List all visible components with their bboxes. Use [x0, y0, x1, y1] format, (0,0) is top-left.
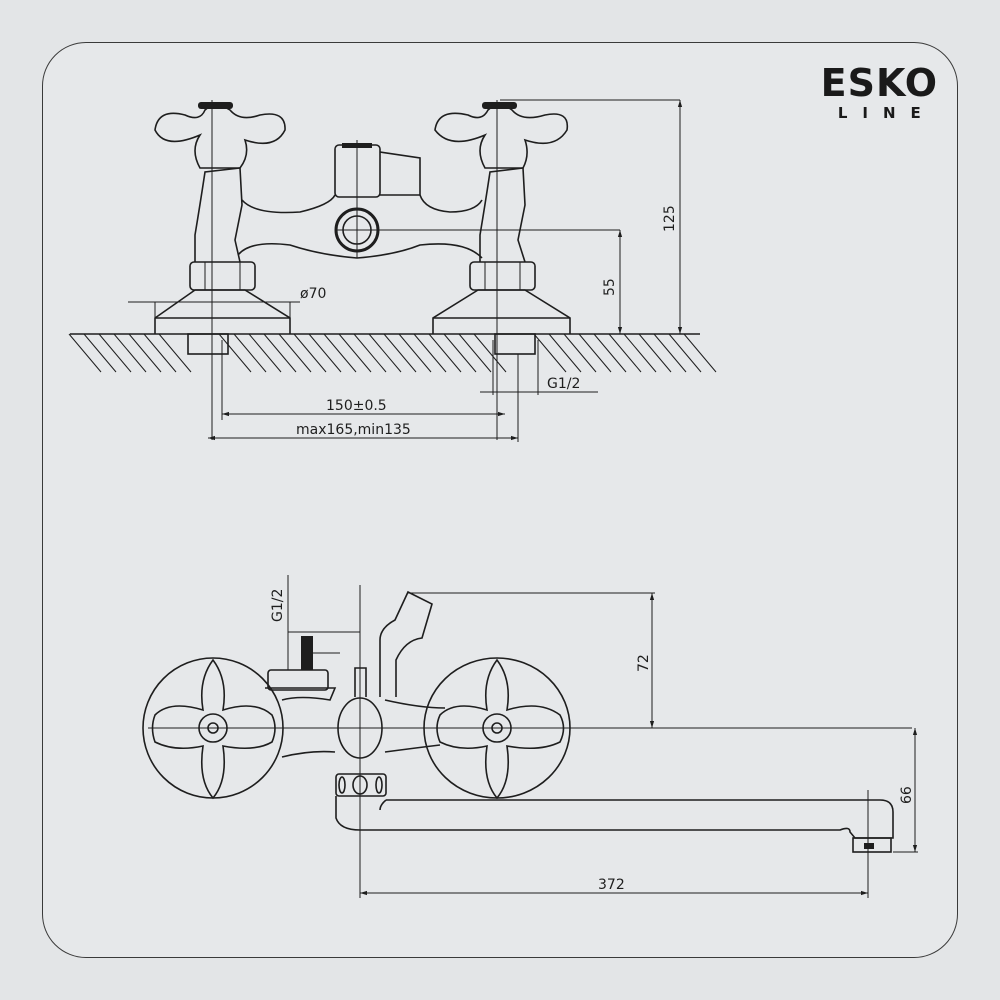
drawing-panel	[42, 42, 958, 958]
hatch-line	[473, 333, 507, 373]
hatch-line	[458, 333, 492, 373]
hatch-line	[248, 333, 282, 373]
hatch-line	[263, 333, 297, 373]
hatch-line	[68, 333, 102, 373]
mixer-body-front	[265, 590, 446, 797]
hatch-line	[338, 333, 372, 373]
mixer-body	[237, 140, 620, 259]
hatch-line	[143, 333, 177, 373]
hatch-line	[368, 333, 402, 373]
right-tap	[432, 100, 571, 440]
hatch-line	[443, 333, 477, 373]
hatch-line	[548, 333, 582, 373]
dim-diameter: ø70	[300, 286, 326, 302]
hatch-line	[653, 333, 687, 373]
hatch-line	[233, 333, 267, 373]
hatch-line	[308, 333, 342, 373]
hatch-line	[353, 333, 387, 373]
brand-logo: ESKO LINE	[821, 64, 938, 124]
hatch-line	[578, 333, 612, 373]
hatch-line	[533, 333, 567, 373]
hatch-line	[683, 333, 717, 373]
hatch-line	[593, 333, 627, 373]
hatch-line	[413, 333, 447, 373]
dim-thread-front: G1/2	[270, 589, 286, 622]
spout	[335, 790, 894, 898]
hatch-line	[668, 333, 702, 373]
hatch-line	[608, 333, 642, 373]
logo-subtext: LINE	[837, 104, 936, 122]
dim-125: 125	[662, 205, 678, 232]
right-handle	[423, 657, 571, 800]
hatch-line	[278, 333, 312, 373]
dim-72: 72	[636, 654, 652, 672]
dim-thread-top: G1/2	[547, 376, 580, 392]
hatch-line	[128, 333, 162, 373]
hatch-line	[398, 333, 432, 373]
hatch-line	[83, 333, 117, 373]
hatch-line	[383, 333, 417, 373]
hatch-line	[218, 333, 252, 373]
left-handle	[142, 657, 284, 800]
front-view: G1/2 72 66 372	[142, 575, 918, 898]
left-tap	[154, 100, 291, 440]
dim-55: 55	[602, 278, 618, 296]
hatch-line	[158, 333, 192, 373]
hatch-line	[98, 333, 132, 373]
hatch-line	[563, 333, 597, 373]
hatch-line	[293, 333, 327, 373]
top-view: 125 55 ø70 G1/2 150±0.5 max165,min135	[68, 99, 717, 442]
logo-text: ESKO	[820, 61, 938, 105]
dim-range: max165,min135	[296, 422, 411, 438]
hatch-line	[428, 333, 462, 373]
hatch-line	[638, 333, 672, 373]
floor-hatching	[68, 333, 717, 373]
hatch-line	[113, 333, 147, 373]
hatch-line	[623, 333, 657, 373]
dim-spacing: 150±0.5	[326, 398, 387, 414]
dim-66: 66	[899, 786, 915, 804]
dim-372: 372	[598, 877, 625, 893]
hatch-line	[323, 333, 357, 373]
